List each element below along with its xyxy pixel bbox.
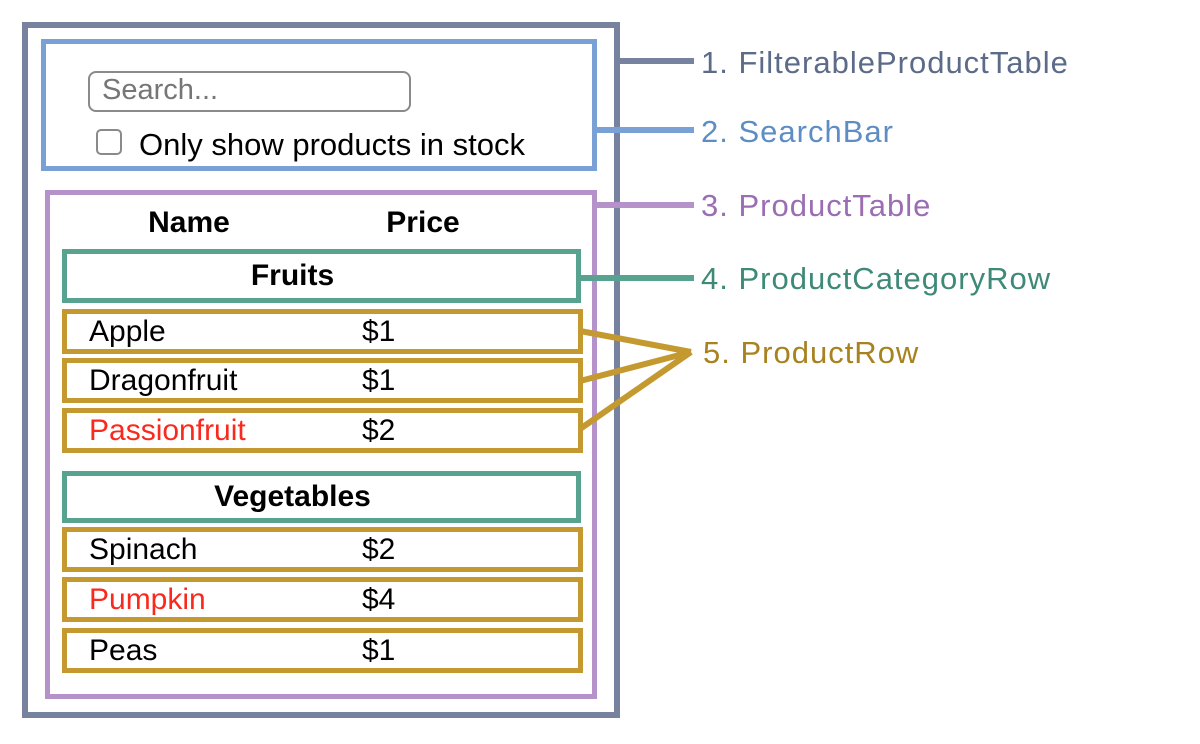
product-price: $2 — [362, 532, 396, 566]
product-row-peas: Peas $1 — [62, 628, 583, 673]
product-row-dragonfruit: Dragonfruit $1 — [62, 358, 583, 403]
search-input[interactable] — [88, 71, 411, 112]
column-header-price: Price — [386, 206, 460, 239]
product-name-out-of-stock: Pumpkin — [89, 582, 206, 616]
category-row-fruits: Fruits — [62, 249, 581, 303]
product-row-passionfruit: Passionfruit $2 — [62, 408, 583, 453]
product-row-spinach: Spinach $2 — [62, 527, 583, 572]
product-row-pumpkin: Pumpkin $4 — [62, 577, 583, 622]
category-row-vegetables: Vegetables — [62, 471, 581, 523]
category-label: Vegetables — [214, 480, 371, 513]
product-price: $4 — [362, 582, 396, 616]
in-stock-checkbox[interactable] — [96, 129, 122, 155]
in-stock-checkbox-label[interactable]: Only show products in stock — [139, 127, 525, 162]
product-price: $2 — [362, 413, 396, 447]
legend-product-category-row: 4. ProductCategoryRow — [701, 261, 1052, 296]
product-name: Peas — [89, 633, 158, 667]
product-name-out-of-stock: Passionfruit — [89, 413, 246, 447]
product-row-apple: Apple $1 — [62, 309, 583, 354]
product-name: Spinach — [89, 532, 198, 566]
category-label: Fruits — [250, 259, 335, 292]
product-price: $1 — [362, 633, 396, 667]
legend-filterable-product-table: 1. FilterableProductTable — [701, 45, 1069, 80]
product-name: Apple — [89, 314, 166, 348]
product-price: $1 — [362, 314, 396, 348]
product-name: Dragonfruit — [89, 363, 238, 397]
legend-product-row: 5. ProductRow — [703, 335, 920, 370]
product-price: $1 — [362, 363, 396, 397]
column-header-name: Name — [148, 206, 230, 239]
legend-search-bar: 2. SearchBar — [701, 114, 894, 149]
legend-product-table: 3. ProductTable — [701, 188, 932, 223]
